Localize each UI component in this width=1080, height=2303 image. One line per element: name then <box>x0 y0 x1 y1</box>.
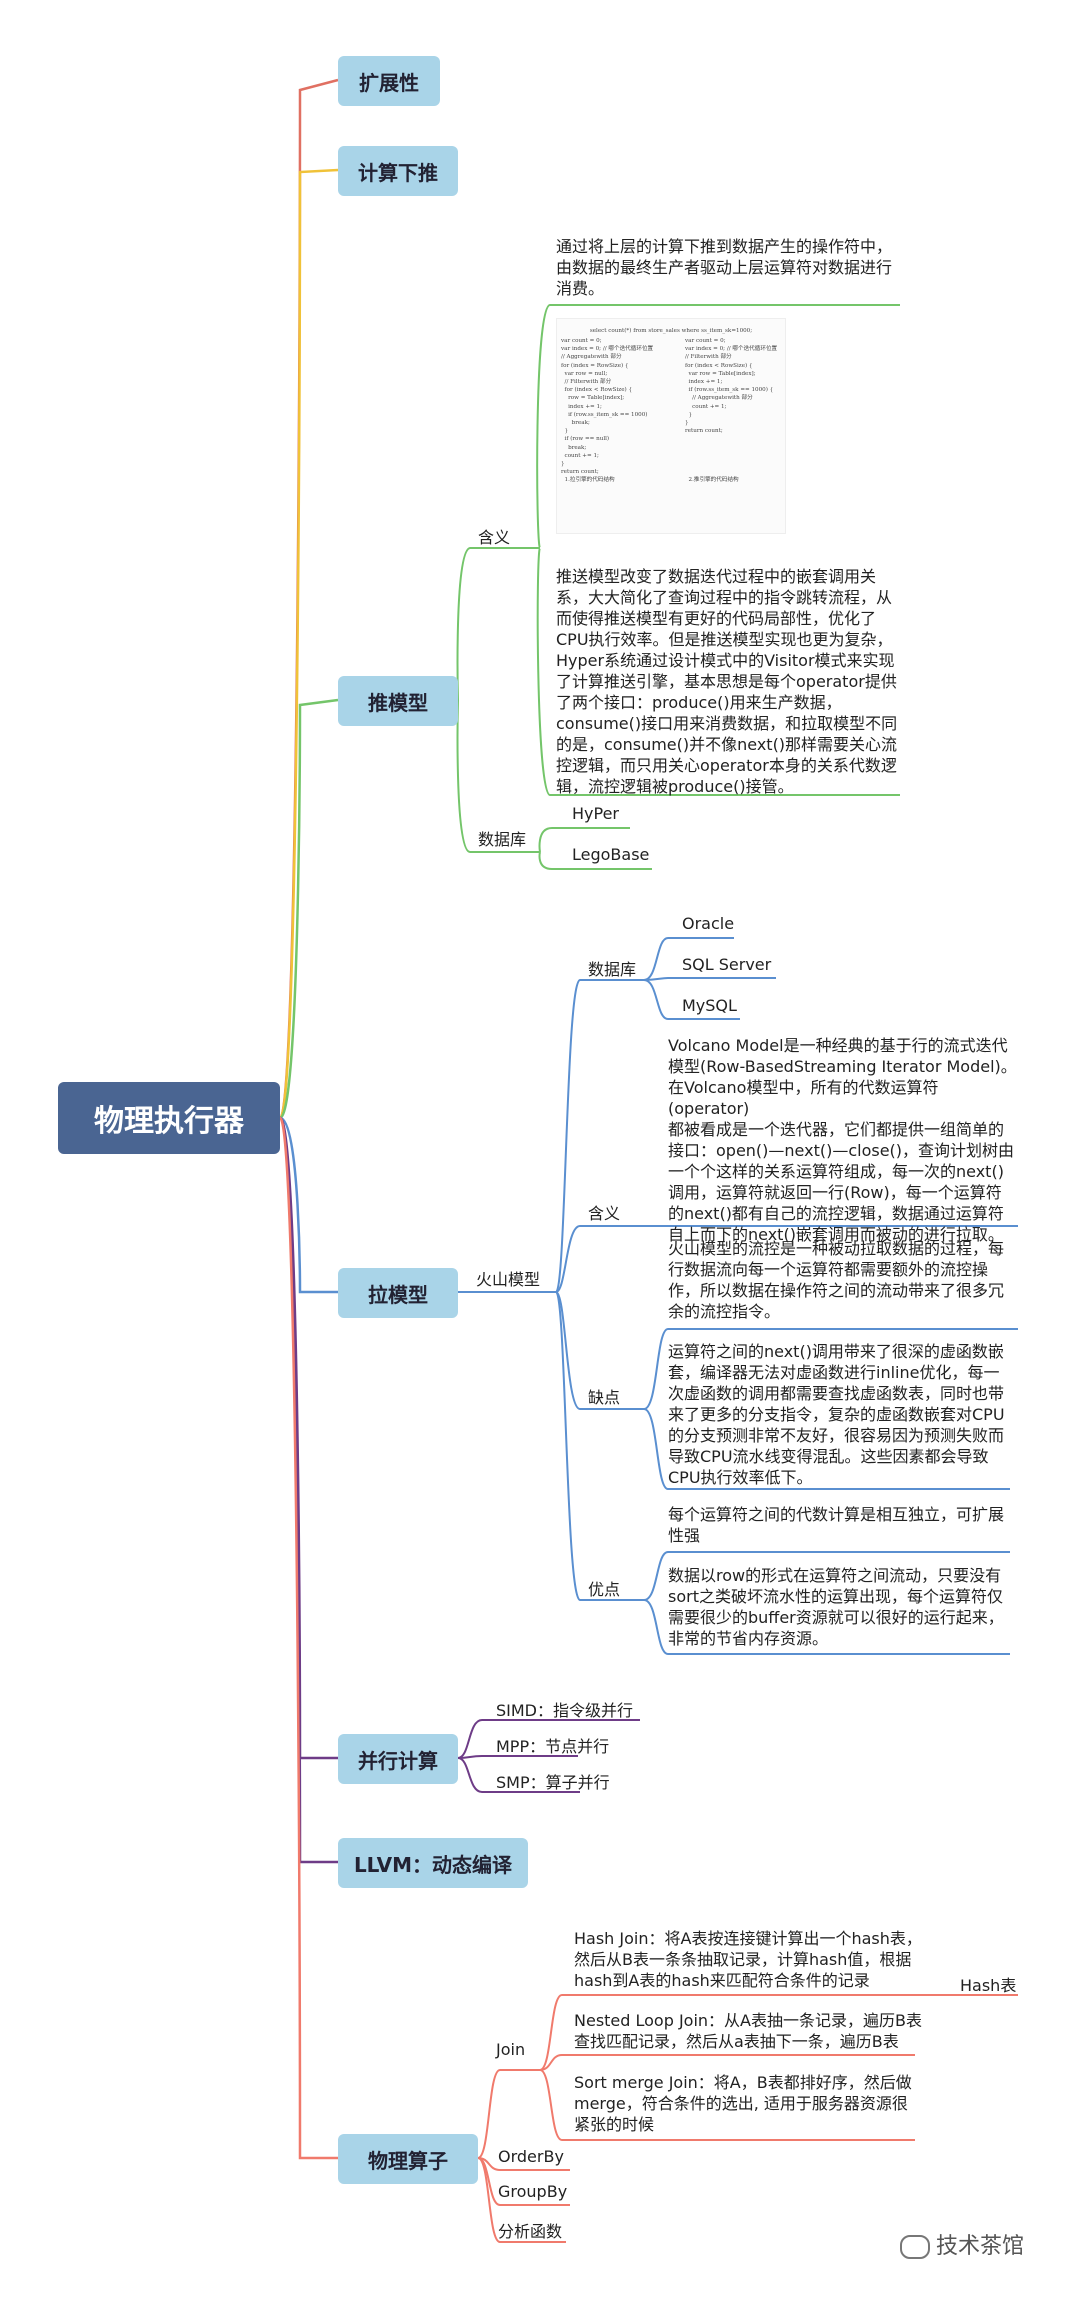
parallel-simd: SIMD：指令级并行 <box>496 1701 634 1720</box>
hash-table: Hash表 <box>960 1976 1017 1995</box>
db-sqlserver: SQL Server <box>682 955 772 974</box>
cons-label: 缺点 <box>588 1388 621 1407</box>
db-hyper: HyPer <box>572 804 619 823</box>
push-db-label: 数据库 <box>478 830 527 849</box>
db-legobase: LegoBase <box>572 845 650 864</box>
op-analytic: 分析函数 <box>498 2222 563 2241</box>
parallel-mpp: MPP：节点并行 <box>496 1737 610 1756</box>
volcano-model-label: 火山模型 <box>476 1270 541 1289</box>
watermark: 技术茶馆 <box>900 2228 1024 2260</box>
nested-loop-join: Nested Loop Join：从A表抽一条记录，遍历B表查找匹配记录，然后从… <box>574 2011 922 2051</box>
push-meaning-label: 含义 <box>478 528 511 547</box>
pros-1: 每个运算符之间的代数计算是相互独立，可扩展性强 <box>668 1505 1005 1545</box>
root-node[interactable]: 物理执行器 <box>58 1082 280 1154</box>
cons-1: 火山模型的流控是一种被动拉取数据的过程，每行数据流向每一个运算符都需要额外的流控… <box>668 1239 1005 1321</box>
topic-operators[interactable]: 物理算子 <box>338 2134 478 2184</box>
join-label: Join <box>496 2040 526 2059</box>
code-comparison-image: select count(*) from store_sales where s… <box>556 318 786 534</box>
op-orderby: OrderBy <box>498 2147 564 2166</box>
pull-db-label: 数据库 <box>588 960 637 979</box>
pull-meaning: Volcano Model是一种经典的基于行的流式迭代模型(Row-BasedS… <box>668 1036 1017 1244</box>
parallel-smp: SMP：算子并行 <box>496 1773 610 1792</box>
pushdown-desc: 通过将上层的计算下推到数据产生的操作符中，由数据的最终生产者驱动上层运算符对数据… <box>556 237 893 298</box>
topic-llvm[interactable]: LLVM：动态编译 <box>338 1838 528 1888</box>
push-desc: 推送模型改变了数据迭代过程中的嵌套调用关系，大大简化了查询过程中的指令跳转流程，… <box>556 567 898 796</box>
db-oracle: Oracle <box>682 914 735 933</box>
topic-pushdown[interactable]: 计算下推 <box>338 146 458 196</box>
db-mysql: MySQL <box>682 996 737 1015</box>
topic-pull-model[interactable]: 拉模型 <box>338 1268 458 1318</box>
pros-label: 优点 <box>588 1580 621 1599</box>
wechat-icon <box>900 2235 930 2259</box>
hash-join: Hash Join：将A表按连接键计算出一个hash表，然后从B表一条条抽取记录… <box>574 1929 922 1990</box>
topic-parallel[interactable]: 并行计算 <box>338 1734 458 1784</box>
cons-2: 运算符之间的next()调用带来了很深的虚函数嵌套，编译器无法对虚函数进行inl… <box>668 1342 1005 1487</box>
op-groupby: GroupBy <box>498 2182 568 2201</box>
topic-push-model[interactable]: 推模型 <box>338 676 458 726</box>
pull-meaning-label: 含义 <box>588 1204 621 1223</box>
topic-extensibility[interactable]: 扩展性 <box>338 56 440 106</box>
